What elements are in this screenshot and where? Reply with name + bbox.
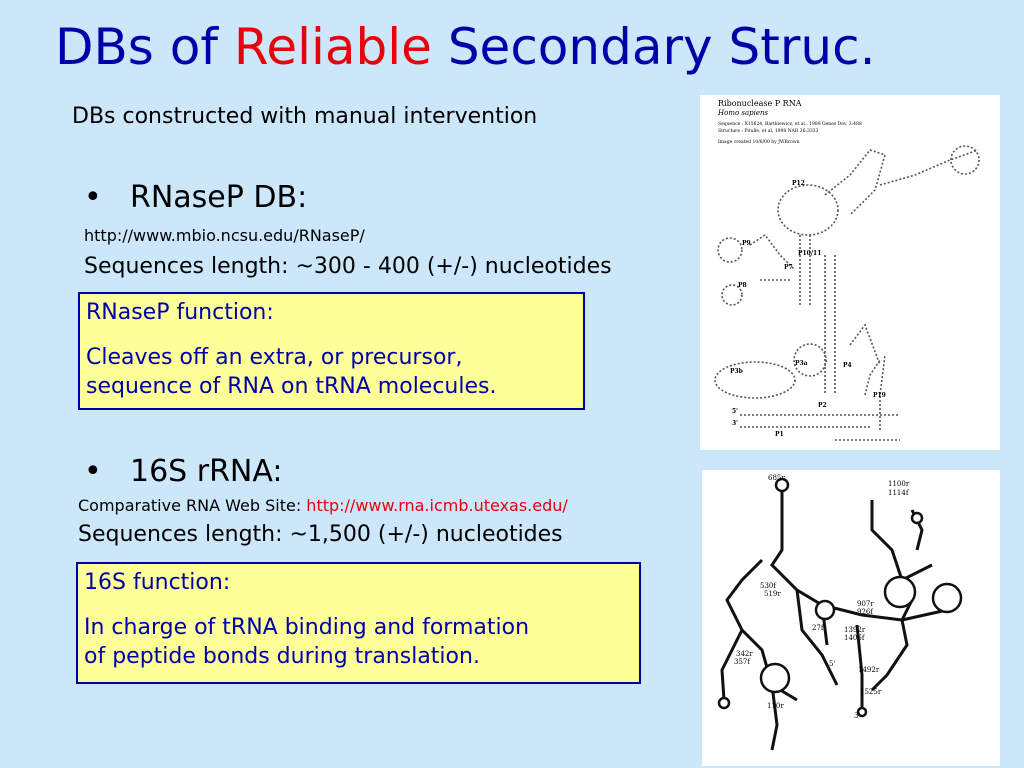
rnasep-box-line-2: sequence of RNA on tRNA molecules.: [86, 374, 497, 399]
rrna16s-structure-figure: 685r 1100r 1114f 530f 519r 907r 926f 27f…: [702, 470, 1000, 766]
bullet-dot-icon: •: [84, 180, 102, 215]
rrna16s-label-1406f: 1406f: [844, 634, 866, 642]
rnasep-label-p2: P2: [818, 402, 827, 409]
rrna16s-site-line: Comparative RNA Web Site: http://www.rna…: [78, 496, 568, 515]
rrna16s-label-926f: 926f: [857, 608, 874, 616]
rnasep-seq-length: Sequences length: ~300 - 400 (+/-) nucle…: [84, 254, 612, 279]
rnasep-label-p19: P19: [873, 392, 886, 399]
rnasep-label-p7: P7: [784, 264, 793, 271]
rnasep-label-p4: P4: [843, 362, 852, 369]
rnasep-fig-species: Homo sapiens: [717, 109, 769, 117]
rnasep-bullet-label: RNaseP DB:: [130, 180, 308, 215]
rrna16s-site-label: Comparative RNA Web Site:: [78, 496, 307, 515]
rnasep-label-p10-11: P10/11: [798, 250, 821, 257]
rrna16s-label-907r: 907r: [857, 600, 874, 608]
rrna16s-url-link[interactable]: http://www.rna.icmb.utexas.edu/: [306, 496, 568, 515]
title-part-1: DBs of: [55, 18, 234, 76]
rnasep-fig-structure-ref: Structure : Pitulle, et al, 1998 NAR 26:…: [718, 128, 819, 134]
rrna16s-box-heading: 16S function:: [84, 570, 231, 595]
rrna16s-label-3prime: 3': [854, 712, 860, 720]
rnasep-box-line-1: Cleaves off an extra, or precursor,: [86, 345, 463, 370]
rrna16s-label-342r: 342r: [736, 650, 753, 658]
rnasep-label-p3a: P3a: [795, 360, 808, 367]
rrna16s-label-1114f: 1114f: [888, 489, 910, 497]
rrna16s-label-1492r: 1492r: [858, 666, 880, 674]
rnasep-label-p12: P12: [792, 180, 805, 187]
rnasep-label-p1: P1: [775, 431, 784, 438]
title-part-2: Secondary Struc.: [431, 18, 876, 76]
rrna16s-label-1392r: 1392r: [844, 626, 866, 634]
rnasep-end-3: 3': [732, 420, 738, 427]
rnasep-bullet: • RNaseP DB:: [84, 180, 307, 215]
rrna16s-label-685r: 685r: [768, 474, 785, 482]
rrna16s-label-27f: 27f: [812, 624, 825, 632]
rnasep-function-box: RNaseP function: Cleaves off an extra, o…: [78, 292, 585, 410]
rrna16s-label-110r: 110r: [767, 702, 784, 710]
slide-subtitle: DBs constructed with manual intervention: [72, 104, 538, 129]
rnasep-fig-title: Ribonuclease P RNA: [718, 99, 802, 108]
rnasep-structure-figure: Ribonuclease P RNA Homo sapiens Sequence…: [700, 95, 1000, 450]
rnasep-label-p8: P8: [738, 282, 747, 289]
rrna16s-bullet: • 16S rRNA:: [84, 454, 282, 489]
slide-title: DBs of Reliable Secondary Struc.: [55, 18, 875, 76]
rrna16s-function-box: 16S function: In charge of tRNA binding …: [76, 562, 641, 684]
rrna16s-seq-length: Sequences length: ~1,500 (+/-) nucleotid…: [78, 522, 563, 547]
rrna16s-label-519r: 519r: [764, 590, 781, 598]
rnasep-label-p9: P9: [742, 240, 751, 247]
rnasep-fig-created: Image created 10/6/00 by JWBrown: [718, 139, 800, 145]
title-accent-word: Reliable: [233, 18, 432, 76]
rrna16s-label-357f: 357f: [734, 658, 751, 666]
bullet-dot-icon: •: [84, 454, 102, 489]
rrna16s-label-530f: 530f: [760, 582, 777, 590]
rnasep-label-p3b: P3b: [730, 368, 743, 375]
rnasep-end-5: 5': [732, 408, 738, 415]
rnasep-url-link[interactable]: http://www.mbio.ncsu.edu/RNaseP/: [84, 226, 365, 245]
rrna16s-bullet-label: 16S rRNA:: [130, 454, 283, 489]
rrna16s-box-line-2: of peptide bonds during translation.: [84, 644, 480, 669]
rrna16s-box-line-1: In charge of tRNA binding and formation: [84, 615, 530, 640]
rrna16s-label-5prime: 5': [829, 660, 835, 668]
rnasep-box-heading: RNaseP function:: [86, 300, 274, 325]
rnasep-fig-sequence-ref: Sequence : X15624, Bartkiewicz, et al., …: [718, 121, 862, 127]
rrna16s-label-1525r: 1525r: [860, 688, 882, 696]
rrna16s-label-1100r: 1100r: [888, 480, 910, 488]
